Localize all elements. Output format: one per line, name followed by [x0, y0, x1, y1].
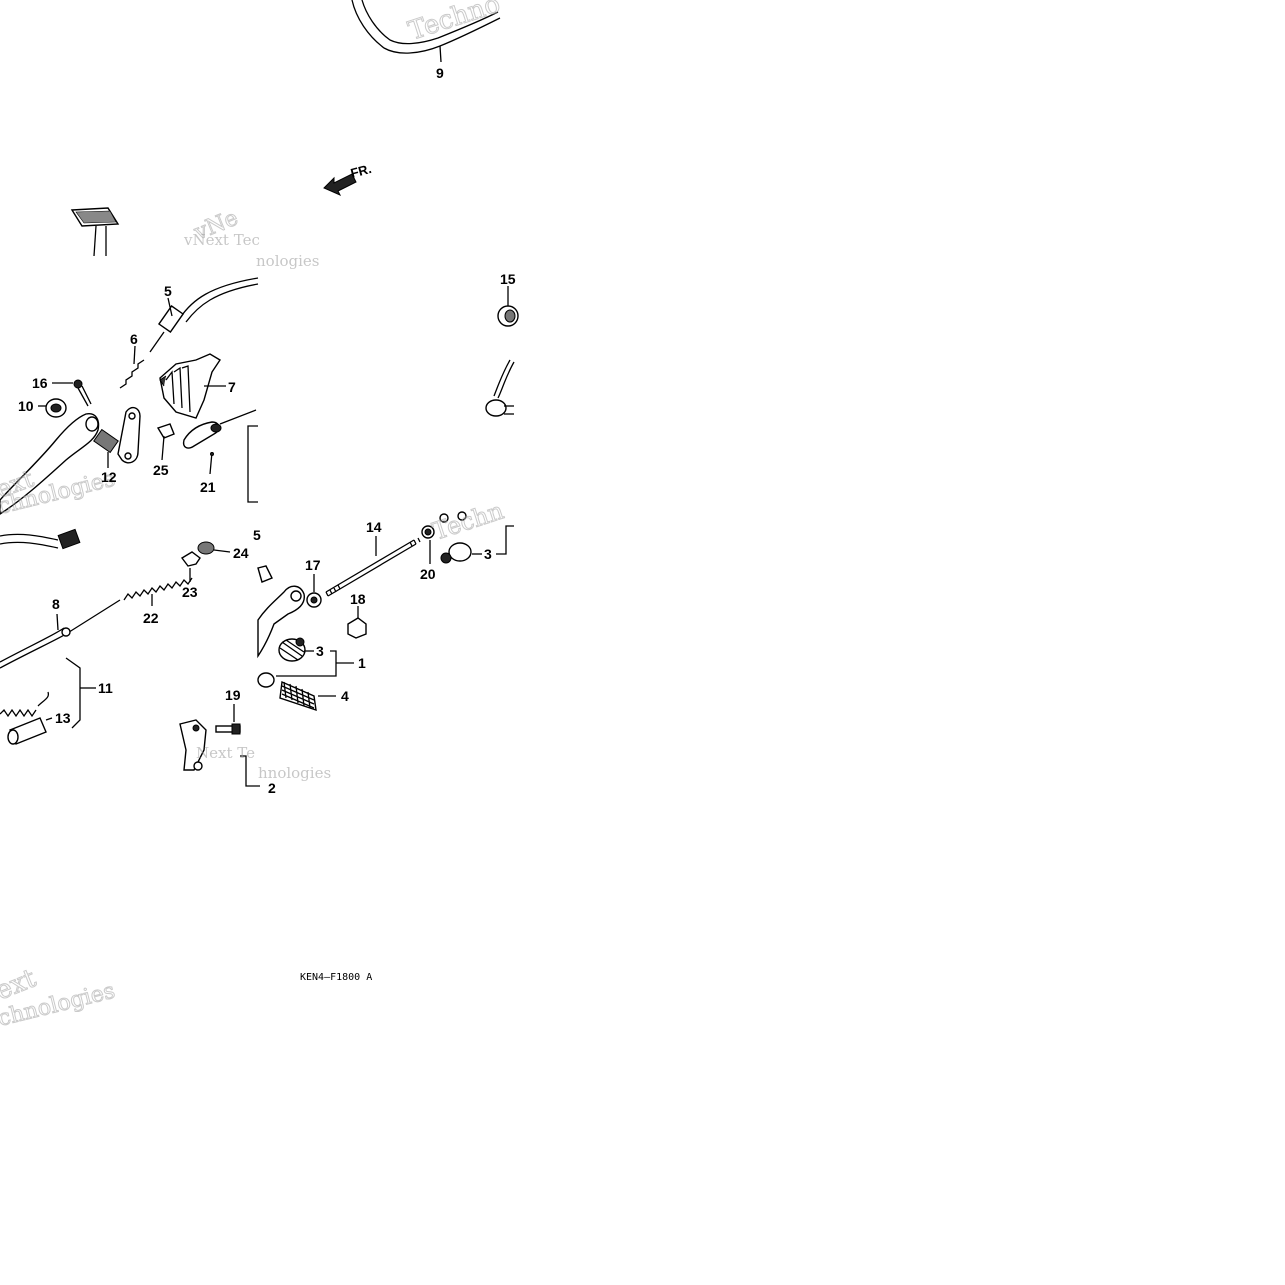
part-23-clip	[180, 551, 201, 582]
callout-9: 9	[436, 65, 444, 81]
part-2-bracket	[179, 719, 260, 787]
part-7-bracket	[159, 353, 226, 419]
callout-13: 13	[55, 710, 71, 726]
shift-pedal-arm	[257, 565, 305, 659]
callout-3-right: 3	[484, 546, 492, 562]
part-8-cable	[0, 528, 121, 669]
callout-23: 23	[182, 584, 198, 600]
callout-1: 1	[358, 655, 366, 671]
part-25-pin	[156, 423, 175, 461]
watermark-text: nologies	[256, 252, 320, 270]
callout-24: 24	[233, 545, 249, 561]
part-19-bolt	[215, 704, 241, 735]
callout-20: 20	[420, 566, 436, 582]
callout-12: 12	[101, 469, 117, 485]
brake-lever-arm	[0, 413, 100, 515]
part-22-spring	[123, 577, 193, 606]
part-24-nut	[197, 541, 231, 555]
callout-15: 15	[500, 271, 516, 287]
part-11-bracket	[65, 657, 96, 729]
watermarks: Techno vNe vNext Tec nologies ext chnolo…	[0, 0, 507, 1032]
front-direction-arrow: FR.	[323, 161, 373, 197]
callout-10: 10	[18, 398, 34, 414]
diagram-code-label: KEN4–F1800 A	[300, 972, 372, 983]
watermark-text: Next Te	[196, 744, 255, 762]
callout-18: 18	[350, 591, 366, 607]
part-18-cap	[347, 606, 367, 639]
callout-16: 16	[32, 375, 48, 391]
watermark-text: hnologies	[258, 764, 331, 782]
part-14-rod	[325, 536, 421, 597]
part-12-pivot	[93, 428, 119, 468]
part-13-tube	[7, 717, 53, 745]
left-spring	[0, 691, 50, 718]
part-10-bushing	[38, 398, 67, 418]
link-plate	[117, 406, 141, 464]
watermark-text: vNext Tec	[183, 231, 260, 249]
callout-5: 5	[164, 283, 172, 299]
callout-6: 6	[130, 331, 138, 347]
part-6-spring	[119, 345, 145, 389]
panel-border	[247, 425, 258, 503]
watermark-text: Techn	[429, 497, 507, 546]
front-label: FR.	[349, 161, 373, 181]
callout-19: 19	[225, 687, 241, 703]
callout-21: 21	[200, 479, 216, 495]
callout-17: 17	[305, 557, 321, 573]
part-20-nut	[421, 525, 435, 564]
callout-8: 8	[52, 596, 60, 612]
brake-pedal-pad	[70, 207, 120, 257]
part-5-cable	[149, 277, 259, 353]
callout-25: 25	[153, 462, 169, 478]
callout-labels: 9 5 6 7 16 10 12 25 21 15 24 23 22 8 11 …	[18, 65, 516, 796]
part-17-washer	[306, 574, 322, 608]
right-edge-arm	[485, 359, 515, 417]
callout-4: 4	[341, 688, 349, 704]
callout-3-middle: 3	[316, 643, 324, 659]
callout-14: 14	[366, 519, 382, 535]
callout-7: 7	[228, 379, 236, 395]
part-16-bolt	[52, 379, 92, 407]
part-3-joint-middle	[276, 637, 354, 677]
callout-11: 11	[98, 680, 113, 696]
part-4-pedal-rubber	[257, 672, 336, 712]
part-15-cap	[497, 286, 519, 327]
callout-2: 2	[268, 780, 276, 796]
callout-22: 22	[143, 610, 159, 626]
part-21-arm	[182, 409, 257, 475]
part-3-joint-right	[439, 511, 514, 564]
callout-5b: 5	[253, 527, 261, 543]
part-9-bar	[351, 0, 501, 63]
